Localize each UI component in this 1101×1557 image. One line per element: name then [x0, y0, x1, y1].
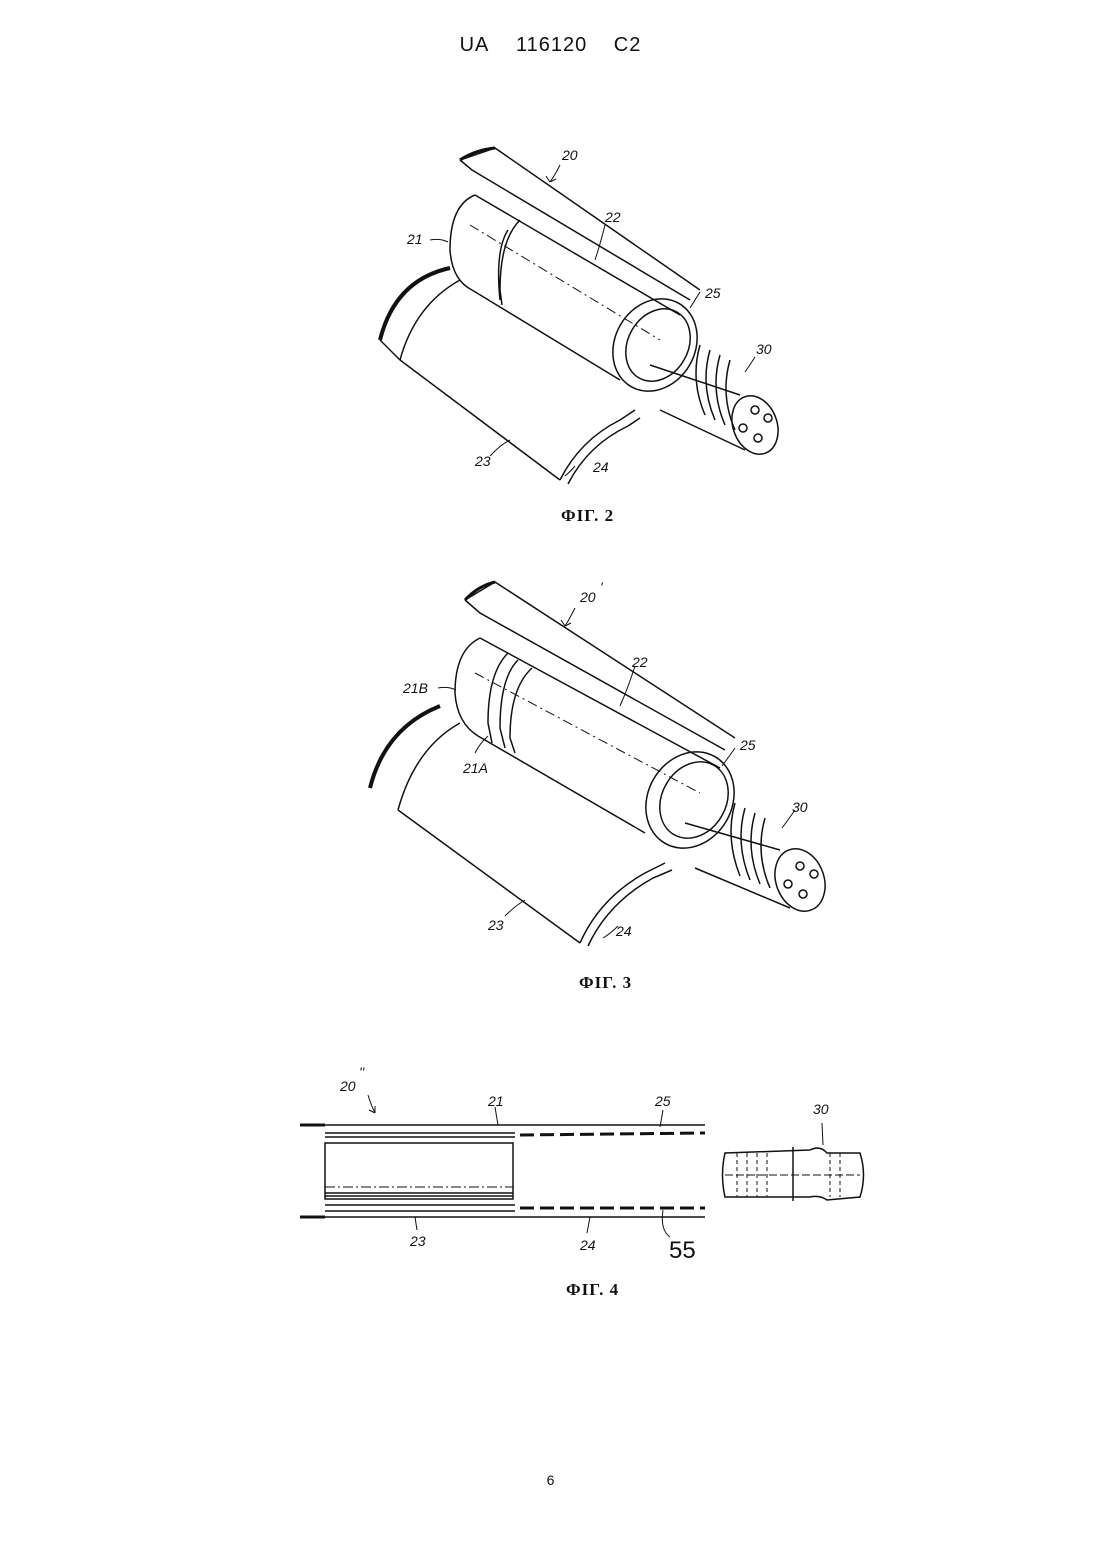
- country-code: UA: [460, 34, 490, 56]
- figure-2-caption: ФІГ. 2: [561, 506, 614, 526]
- figure-3-caption: ФІГ. 3: [579, 973, 632, 993]
- ref-label-21: 21: [487, 1093, 504, 1109]
- figure-4-drawing: 20 '' 21 25 30 23 24 55: [295, 1065, 885, 1270]
- ref-label-30: 30: [756, 341, 772, 357]
- ref-label-24: 24: [579, 1237, 596, 1253]
- ref-label-20-double-prime: 20: [339, 1078, 356, 1094]
- ref-label-20-double-prime-mark: '': [359, 1064, 366, 1080]
- ref-label-24: 24: [592, 459, 609, 475]
- ref-label-20-prime-mark: ': [600, 579, 604, 595]
- document-header: UA 116120 C2: [0, 34, 1101, 57]
- ref-label-23: 23: [474, 453, 491, 469]
- patent-number: 116120: [516, 34, 587, 56]
- ref-label-24: 24: [615, 923, 632, 939]
- figure-3-drawing: 20 ' 21B 22 25 30 21A 23 24: [360, 578, 840, 948]
- ref-label-55: 55: [669, 1237, 696, 1264]
- ref-label-20: 20: [561, 147, 578, 163]
- ref-label-21B: 21B: [402, 680, 428, 696]
- ref-label-21: 21: [406, 231, 423, 247]
- ref-label-20-prime: 20: [579, 589, 596, 605]
- figure-2-drawing: 20 21 22 25 30 23 24: [360, 140, 800, 490]
- ref-label-25: 25: [739, 737, 756, 753]
- ref-label-21A: 21A: [462, 760, 488, 776]
- kind-code: C2: [614, 34, 642, 56]
- ref-label-25: 25: [704, 285, 721, 301]
- ref-label-22: 22: [631, 654, 648, 670]
- ref-label-23: 23: [409, 1233, 426, 1249]
- ref-label-25: 25: [654, 1093, 671, 1109]
- ref-label-22: 22: [604, 209, 621, 225]
- ref-label-30: 30: [792, 799, 808, 815]
- ref-label-23: 23: [487, 917, 504, 933]
- ref-label-30: 30: [813, 1101, 829, 1117]
- figure-4-caption: ФІГ. 4: [566, 1280, 619, 1300]
- page-number: 6: [0, 1472, 1101, 1488]
